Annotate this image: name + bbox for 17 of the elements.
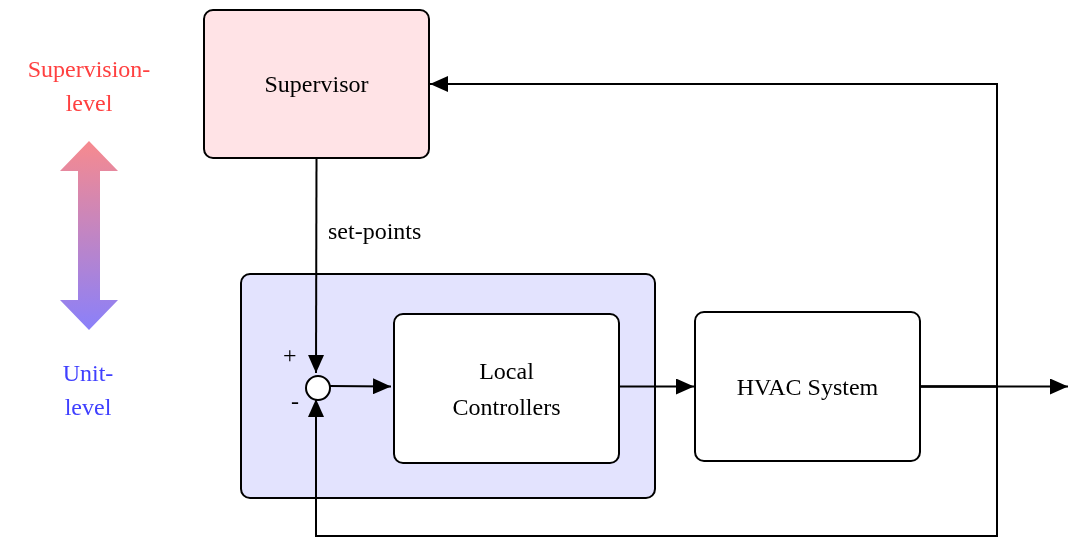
arrow [617, 378, 695, 395]
sign-label: - [291, 387, 299, 415]
sign-label: + [283, 341, 297, 369]
process-box [203, 9, 430, 159]
arrow [308, 158, 325, 374]
arrow [328, 378, 392, 395]
group-panel [240, 273, 656, 499]
node-text: HVAC System [736, 372, 879, 402]
arrow [429, 76, 998, 388]
process-box [393, 313, 620, 464]
level-label: Unit- level [61, 359, 115, 422]
node-text: Supervisor [264, 70, 369, 99]
arrow [308, 385, 998, 537]
node-text: Local Controllers [451, 356, 562, 422]
summing-junction [305, 375, 331, 401]
process-box [694, 311, 921, 462]
level-label: Supervision- level [26, 55, 152, 118]
